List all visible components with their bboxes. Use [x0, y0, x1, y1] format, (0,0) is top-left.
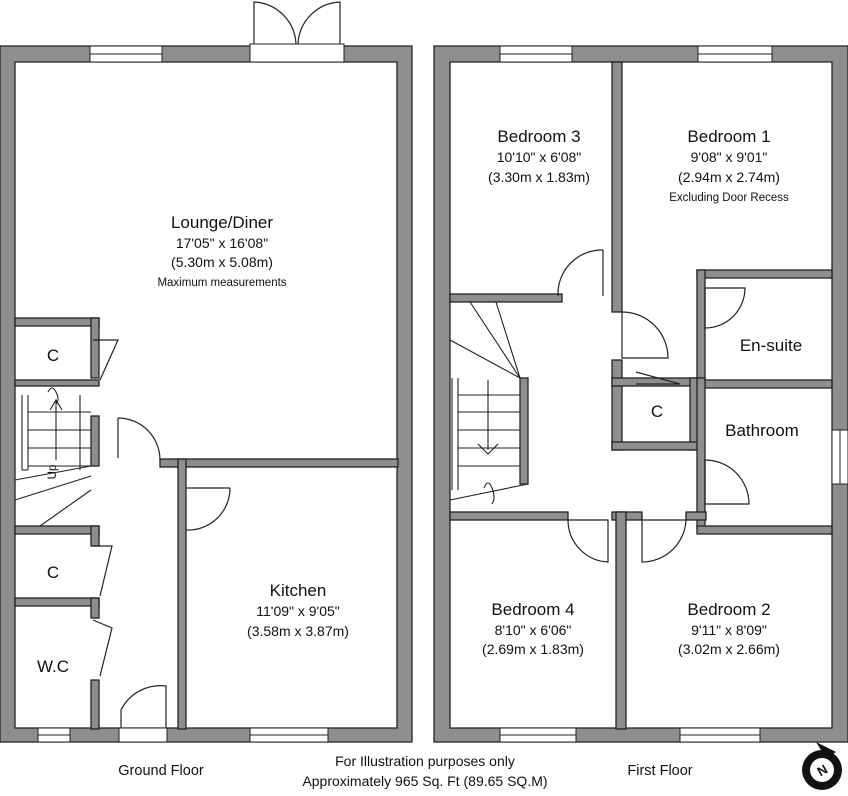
bedroom4-metric: (2.69m x 1.83m) — [482, 641, 584, 657]
stair-cupboard-bottom-wall — [14, 379, 100, 387]
bathroom-west-wall — [696, 377, 706, 529]
cupboard3-bottom-wall — [611, 441, 699, 451]
bedroom1-metric: (2.94m x 2.74m) — [678, 169, 780, 185]
first-floor-windows — [499, 45, 848, 743]
ensuite-door — [704, 287, 746, 330]
stairs-up-label: Up — [47, 465, 59, 480]
bedroom1-imperial: 9'08" x 9'01" — [691, 149, 768, 165]
bedroom4-door — [567, 519, 609, 563]
wc-label: W.C — [37, 657, 69, 676]
cupboard-top-wall — [14, 525, 100, 535]
bedroom3-imperial: 10'10" x 6'08" — [497, 149, 582, 165]
bedroom1-note: Excluding Door Recess — [669, 192, 789, 204]
bedroom3-metric: (3.30m x 1.83m) — [488, 169, 590, 185]
bedroom2-imperial: 9'11" x 8'09" — [691, 622, 767, 638]
lounge-note: Maximum measurements — [157, 277, 286, 289]
bedroom2-metric: (3.02m x 2.66m) — [678, 641, 780, 657]
cupboard-label-3: C — [651, 402, 663, 421]
cupboard3-door — [635, 371, 681, 385]
ensuite-bottom-wall — [696, 379, 833, 389]
ensuite-top-wall — [696, 269, 833, 279]
footer-disclaimer: For Illustration purposes only — [335, 753, 515, 769]
lounge-metric: (5.30m x 5.08m) — [171, 254, 273, 270]
ground-floor-label: Ground Floor — [118, 763, 204, 779]
front-door — [120, 685, 167, 728]
bedroom4-imperial: 8'10" x 6'06" — [495, 622, 572, 638]
bedroom2-door — [641, 519, 687, 563]
first-floor-doors — [557, 249, 750, 563]
ground-outer-wall — [0, 45, 413, 743]
bathroom-bottom-wall — [696, 525, 833, 535]
cupboard-door — [93, 545, 113, 597]
kitchen-metric: (3.58m x 3.87m) — [247, 623, 349, 639]
bedroom3-door — [557, 249, 604, 297]
kitchen-imperial: 11'09" x 9'05" — [256, 603, 340, 619]
first-floor-walls — [433, 45, 848, 743]
wc-east-wall-b — [90, 679, 100, 730]
ground-floor-walls — [0, 45, 413, 743]
kitchen-west-wall — [177, 458, 187, 730]
bedroom4-title: Bedroom 4 — [491, 600, 574, 619]
lounge-kitchen-wall — [159, 458, 399, 468]
bedroom2-top-wall-b — [685, 511, 707, 521]
wc-top-wall — [14, 597, 100, 607]
bedroom1-title: Bedroom 1 — [687, 127, 770, 146]
kitchen-title: Kitchen — [270, 581, 327, 600]
bedroom2-top-wall-a — [611, 511, 643, 521]
lounge-imperial: 17'05" x 16'08" — [176, 235, 268, 251]
ground-stairs — [14, 387, 92, 527]
bedroom3-title: Bedroom 3 — [497, 127, 580, 146]
ground-floor-windows — [37, 43, 345, 743]
front-door-threshold — [118, 727, 168, 743]
kitchen-door — [185, 487, 231, 531]
stair-break-mark-first — [483, 482, 495, 505]
bedroom3-south-wall — [449, 293, 563, 303]
stair-break-mark — [47, 387, 59, 405]
landing-east-wall — [611, 359, 623, 451]
lounge-door — [117, 417, 161, 461]
stair-cupboard-door — [93, 339, 119, 381]
ground-floor-doors — [92, 1, 341, 728]
footer-area: Approximately 965 Sq. Ft (89.65 SQ.M) — [302, 773, 547, 789]
north-compass-icon: N — [802, 742, 842, 790]
cupboard-label-1: C — [47, 346, 59, 365]
bathroom-label: Bathroom — [725, 421, 799, 440]
patio-door-left — [253, 1, 297, 45]
stair-cupboard-east-wall — [90, 317, 100, 379]
hall-west-wall-upper — [90, 415, 100, 467]
stair-well-wall — [519, 377, 529, 485]
cupboard3-top-wall — [611, 377, 703, 387]
lounge-title: Lounge/Diner — [171, 213, 273, 232]
ensuite-west-wall — [696, 269, 706, 386]
patio-door-frame — [249, 43, 345, 63]
patio-door-right — [297, 1, 341, 45]
bedroom3-east-wall-top — [611, 61, 623, 313]
bedroom1-door — [621, 311, 669, 359]
stair-cupboard-top-wall — [14, 317, 100, 327]
wc-east-wall-a — [90, 597, 100, 619]
bedroom2-title: Bedroom 2 — [687, 600, 770, 619]
bed4-bed2-partition — [615, 511, 627, 730]
cupboard-label-2: C — [47, 563, 59, 582]
cupboard-east-wall-a — [90, 525, 100, 547]
first-floor-label: First Floor — [627, 763, 692, 779]
wc-door — [92, 619, 113, 677]
bedroom4-top-wall — [449, 511, 569, 521]
bathroom-door — [704, 459, 750, 505]
ensuite-label: En-suite — [740, 336, 802, 355]
first-floor-stairs — [449, 301, 529, 505]
